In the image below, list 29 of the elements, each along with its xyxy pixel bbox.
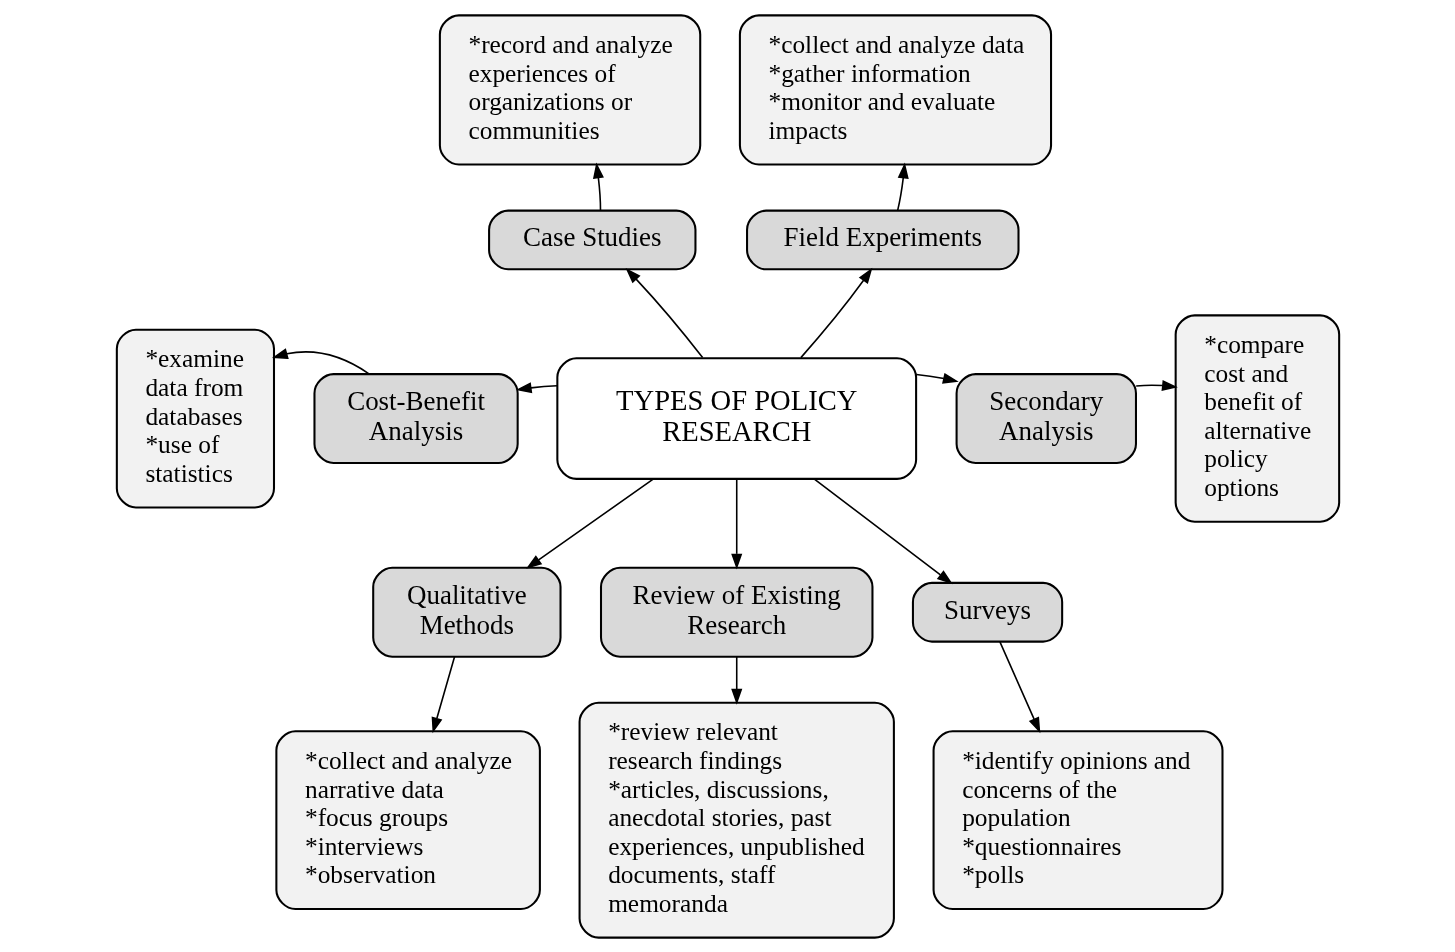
- node-box: Surveys: [911, 581, 1063, 643]
- node-box: *examine data from databases *use of statistics: [115, 328, 275, 508]
- node-box: *collect and analyze narrative data *focus groups *interviews *observation: [274, 729, 541, 910]
- node-box: Review of Existing Research: [599, 566, 873, 658]
- arrow: [915, 372, 959, 384]
- node-box: Cost-Benefit Analysis: [312, 372, 519, 464]
- arrow: [998, 640, 1040, 733]
- arrow: [515, 381, 558, 393]
- arrow: [271, 347, 370, 375]
- node-box: TYPES OF POLICY RESEARCH: [555, 356, 917, 480]
- arrow: [813, 478, 953, 584]
- node-box: Field Experiments: [745, 209, 1020, 270]
- arrow: [730, 478, 742, 570]
- arrow: [525, 478, 654, 569]
- node-box: *compare cost and benefit of alternative policy options: [1174, 313, 1340, 523]
- node-box: *review relevant research findings *articles, discussions, anecdotal stories, past experiences, unpublished documents, staff memoranda: [578, 701, 895, 939]
- node-box: Qualitative Methods: [371, 566, 562, 658]
- arrow: [431, 655, 455, 733]
- arrow: [592, 162, 604, 211]
- node-box: Secondary Analysis: [955, 372, 1137, 464]
- node-box: *collect and analyze data *gather information *monitor and evaluate impacts: [738, 13, 1052, 166]
- arrow: [730, 655, 742, 705]
- node-box: Case Studies: [487, 209, 696, 270]
- arrow: [799, 267, 872, 358]
- arrow: [896, 162, 909, 211]
- arrow: [1134, 379, 1178, 391]
- arrow: [625, 267, 703, 358]
- node-box: *record and analyze experiences of organizations or communities: [438, 13, 701, 166]
- node-box: *identify opinions and concerns of the population *questionnaires *polls: [932, 729, 1223, 910]
